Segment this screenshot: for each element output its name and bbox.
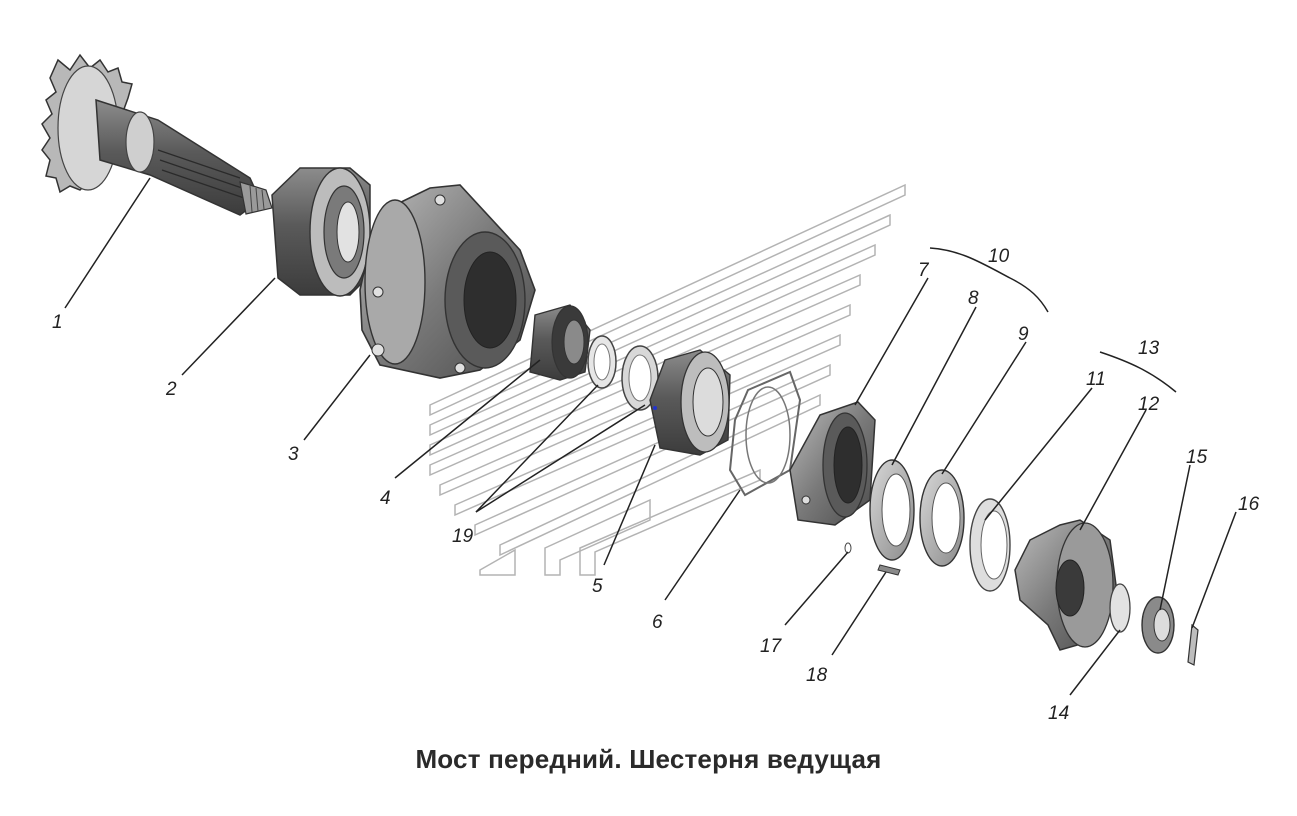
label-9: 9 <box>1018 324 1029 345</box>
part-1-drive-pinion <box>41 53 273 216</box>
part-5-roller-bearing <box>649 349 731 456</box>
label-3: 3 <box>288 444 299 465</box>
part-18-pin <box>877 564 901 576</box>
label-15: 15 <box>1186 447 1208 468</box>
label-2: 2 <box>165 379 177 400</box>
label-16: 16 <box>1238 494 1260 515</box>
label-17: 17 <box>760 636 783 657</box>
label-1: 1 <box>52 312 63 333</box>
part-2-roller-bearing <box>271 167 371 297</box>
label-12: 12 <box>1138 394 1160 415</box>
leader-lines <box>64 177 1237 696</box>
label-18: 18 <box>806 665 828 686</box>
label-6: 6 <box>652 612 663 633</box>
part-12-flange <box>1014 519 1119 651</box>
part-4-spacer-sleeve <box>529 304 591 381</box>
label-5: 5 <box>592 576 603 597</box>
label-8: 8 <box>968 288 979 309</box>
part-8-oil-seal <box>869 459 915 561</box>
label-14: 14 <box>1048 703 1069 724</box>
label-11: 11 <box>1086 369 1106 390</box>
callout-labels: 1 2 3 4 19 5 6 7 10 8 9 11 13 12 15 16 1… <box>52 246 1260 724</box>
part-16-cotter-pin <box>1187 623 1199 666</box>
marker-dot <box>653 406 657 410</box>
label-13: 13 <box>1138 338 1160 359</box>
label-4: 4 <box>380 488 391 509</box>
part-19-shims <box>587 335 659 411</box>
part-3-bearing-housing <box>359 184 536 379</box>
label-19: 19 <box>452 526 474 547</box>
part-15-nut <box>1141 596 1175 654</box>
part-6-gasket <box>728 370 802 497</box>
part-9-oil-seal <box>919 469 965 567</box>
part-17-ball <box>844 542 852 554</box>
diagram-caption: Мост передний. Шестерня ведущая <box>415 744 882 774</box>
part-11-dust-ring <box>969 498 1011 592</box>
part-7-bearing-cover <box>789 401 876 526</box>
part-14-washer <box>1109 583 1131 633</box>
label-10: 10 <box>988 246 1010 267</box>
label-7: 7 <box>918 260 930 281</box>
